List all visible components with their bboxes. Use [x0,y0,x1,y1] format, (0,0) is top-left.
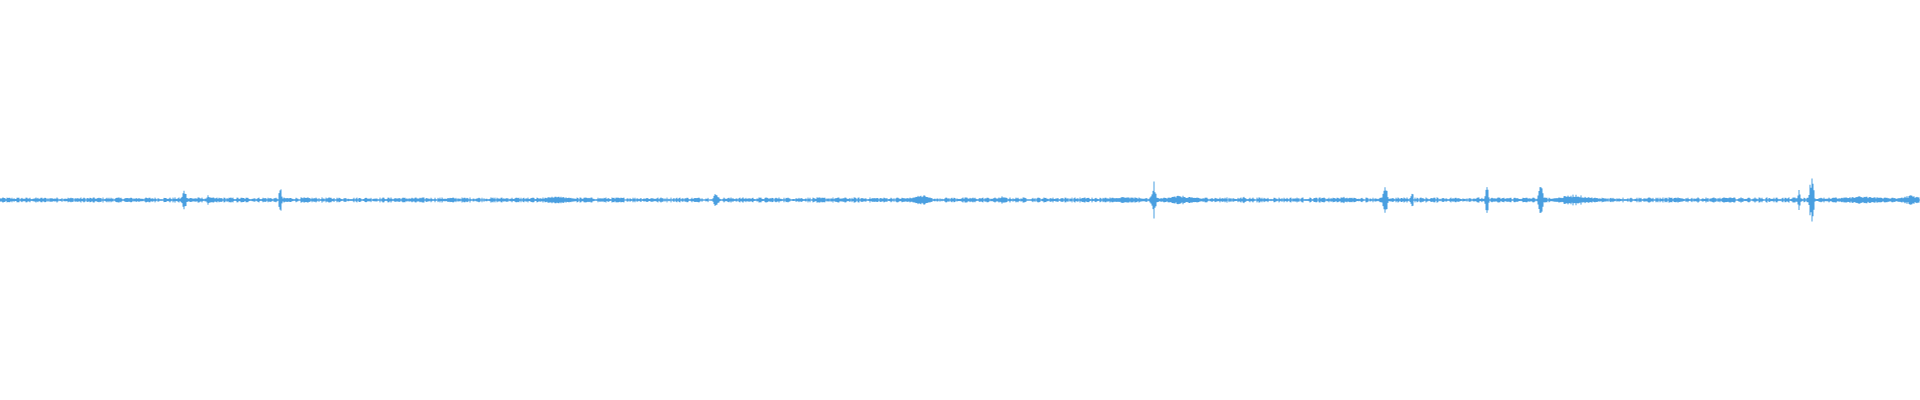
waveform-path [0,178,1920,222]
